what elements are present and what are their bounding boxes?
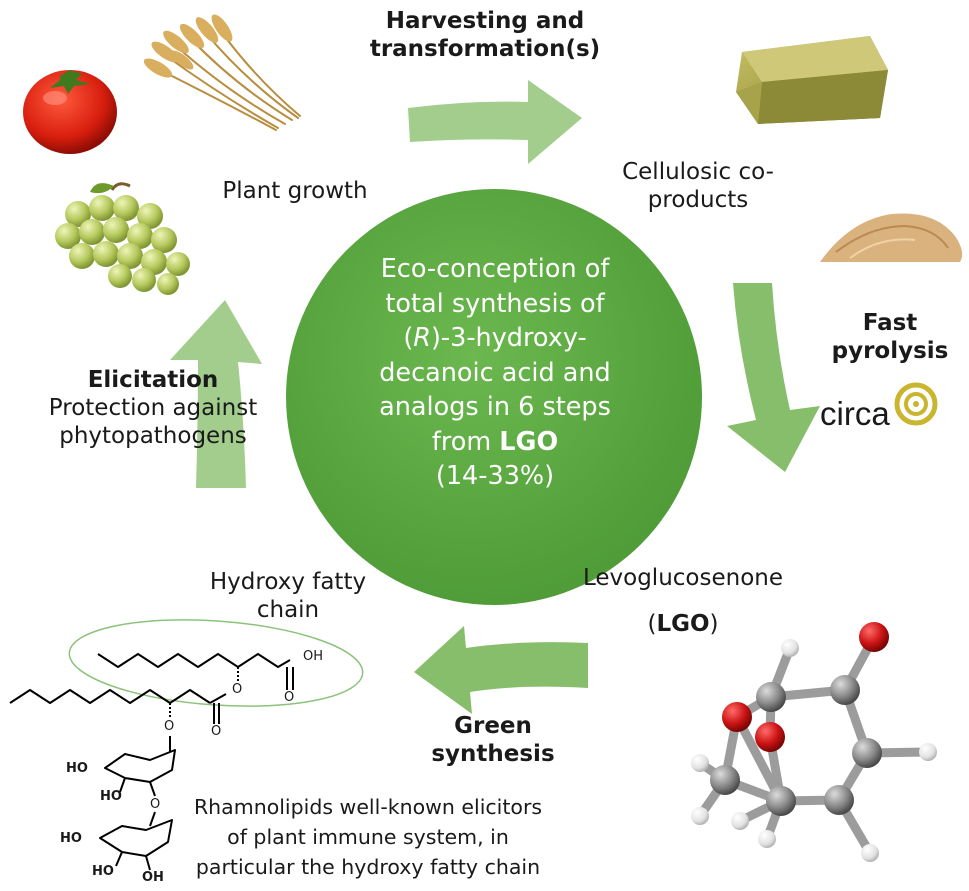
atom-o-ester-2: O (164, 719, 175, 734)
protection-line-2: phytopathogens (59, 423, 247, 449)
atom-o-ester-1: O (232, 682, 243, 697)
synthesis-word: synthesis (431, 741, 555, 767)
harvesting-line-1: Harvesting and (385, 8, 585, 34)
atom-o-link: O (150, 797, 161, 812)
wheat-image (159, 29, 301, 131)
hydroxy-line-2: chain (256, 597, 320, 623)
hay-bale-image (736, 36, 888, 124)
rhamnolipids-caption: Rhamnolipids well-known elicitors of pla… (168, 792, 568, 882)
rhamno-line-2: of plant immune system, in (227, 825, 509, 849)
atom-o-carbonyl-2: O (211, 724, 222, 739)
center-line-6: from LGO (345, 425, 645, 460)
atom-ho-1: HO (66, 761, 88, 776)
center-line-2: total synthesis of (385, 288, 605, 319)
fast-pyrolysis-label: Fast pyrolysis (820, 309, 960, 365)
atom-o-carbonyl-1: O (284, 690, 295, 705)
grapes-image (55, 182, 190, 295)
protection-line-1: Protection against (48, 395, 258, 421)
hydroxy-line-1: Hydroxy fatty (209, 569, 367, 595)
center-from: from (431, 426, 500, 457)
pyrolysis-word: pyrolysis (831, 338, 949, 364)
atom-ho-3: HO (60, 831, 82, 846)
cellulosic-line-1: Cellulosic co- (622, 159, 774, 185)
rhamno-line-1: Rhamnolipids well-known elicitors (193, 795, 543, 819)
hydroxy-fatty-chain-label: Hydroxy fatty chain (178, 568, 398, 624)
lgo-label: (LGO) (628, 610, 738, 638)
arrow-green-synthesis (414, 626, 588, 714)
levoglucosenone-label: Levoglucosenone (582, 565, 784, 591)
lgo-3d-molecule (691, 622, 937, 862)
rhamnolipid-structure (9, 619, 364, 871)
green-word: Green (454, 713, 532, 739)
center-line-3-rest: )-3-hydroxy- (430, 323, 587, 353)
elicitation-label: Elicitation Protection against phytopath… (8, 366, 298, 450)
center-line-7: (14-33%) (435, 461, 555, 491)
harvesting-label: Harvesting and transformation(s) (330, 7, 640, 63)
center-lgo: LGO (499, 426, 559, 457)
atom-ho-4: HO (92, 864, 114, 879)
cellulosic-label: Cellulosic co- products (578, 158, 818, 214)
wood-shavings-image (820, 213, 963, 262)
plant-growth-label: Plant growth (222, 178, 368, 204)
elicitation-word: Elicitation (87, 367, 219, 393)
center-line-4: decanoic acid and (379, 357, 611, 388)
center-paren: ( (403, 323, 414, 353)
lgo-paren-close: ) (709, 611, 719, 637)
arrow-harvesting (408, 80, 582, 164)
center-italic-r: R (413, 323, 431, 353)
atom-oh-top: OH (303, 649, 324, 664)
rhamno-line-3: particular the hydroxy fatty chain (195, 855, 541, 879)
center-line-5: analogs in 6 steps (379, 392, 611, 422)
circa-logo-text: circa (820, 395, 890, 432)
harvesting-line-2: transformation(s) (369, 36, 601, 62)
center-circle (286, 189, 702, 605)
arrow-elicitation (170, 300, 262, 488)
center-line-3: (R)-3-hydroxy- (345, 321, 645, 356)
green-synthesis-label: Green synthesis (418, 712, 568, 768)
tomato-image (23, 70, 117, 154)
cellulosic-line-2: products (647, 187, 749, 213)
wheat-ears (143, 14, 233, 78)
arrow-pyrolysis (727, 283, 820, 472)
center-line-1: Eco-conception of (380, 254, 610, 284)
atom-ho-2: HO (100, 789, 122, 804)
lgo-bold: LGO (656, 611, 710, 637)
fast-word: Fast (862, 310, 918, 336)
circa-logo-mark (894, 382, 938, 426)
atom-oh-bottom: OH (142, 870, 164, 885)
center-text: Eco-conception of total synthesis of (R)… (345, 252, 645, 494)
lgo-paren-open: ( (647, 611, 657, 637)
